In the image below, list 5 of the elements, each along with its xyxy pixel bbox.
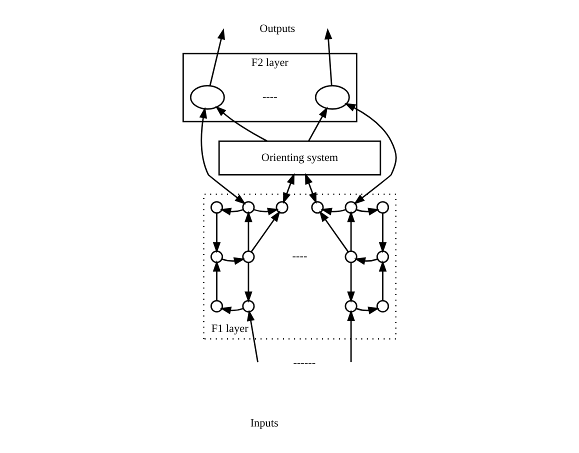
label: Outputs: [260, 23, 296, 36]
label: ----: [292, 250, 308, 263]
label: ------: [293, 357, 316, 370]
label: ----: [262, 91, 278, 104]
label: Inputs: [250, 418, 278, 430]
